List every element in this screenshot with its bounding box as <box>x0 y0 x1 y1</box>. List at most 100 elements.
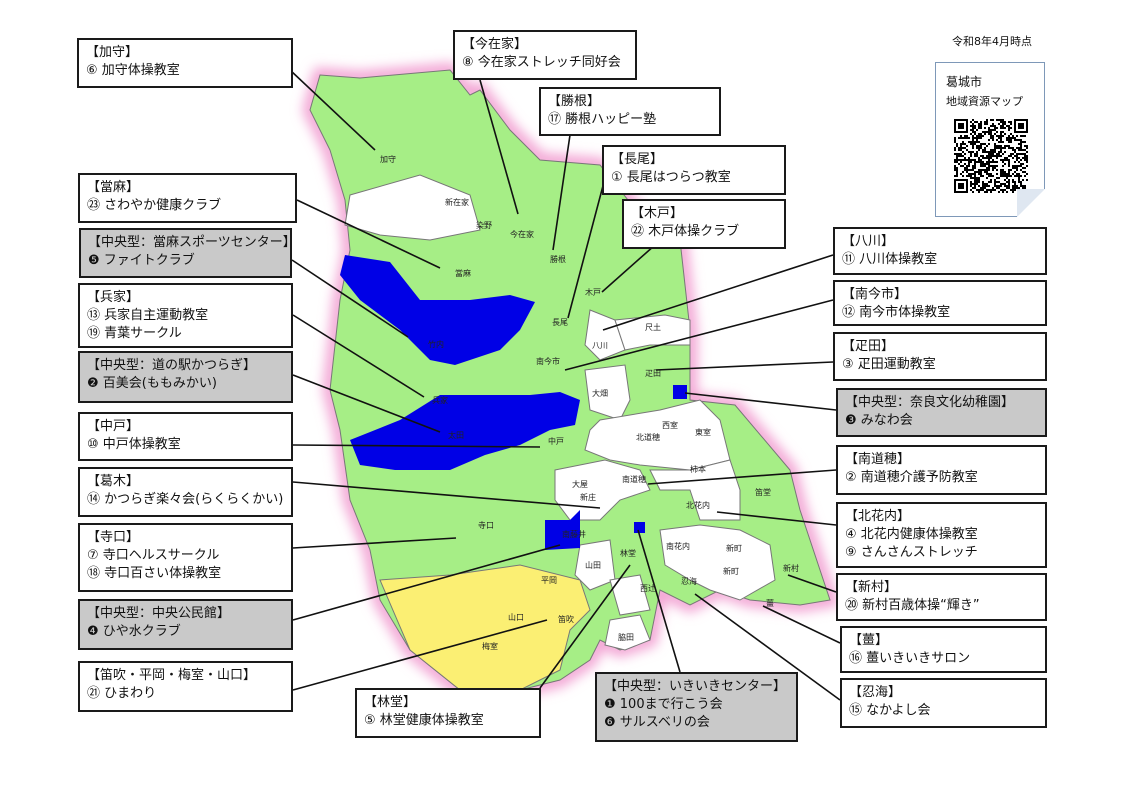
area-label: 八川 <box>592 341 608 350</box>
box-title: 【中央型：中央公民館】 <box>87 606 231 621</box>
box-item: ⑥ 加守体操教室 <box>86 63 180 78</box>
box-item: ④ 北花内健康体操教室 <box>845 527 978 542</box>
area-label: 南藤井 <box>562 529 586 539</box>
box-title: 【忍海】 <box>849 685 902 700</box>
box-title: 【長尾】 <box>611 152 664 167</box>
area-label: 南道穂 <box>622 474 646 484</box>
page-fold <box>1017 189 1045 217</box>
box-title: 【笛吹・平岡・梅室・山口】 <box>87 668 257 683</box>
box-katsuragi: 【葛木】 ⑭ かつらぎ楽々会(らくらくかい) <box>78 467 293 517</box>
box-hikita: 【疋田】 ③ 疋田運動教室 <box>833 332 1047 381</box>
box-hajikami: 【薑】⑯ 薑いきいきサロン <box>840 626 1047 673</box>
box-title: 【加守】 <box>86 45 139 60</box>
area-label: 當麻 <box>455 268 471 278</box>
box-title: 【八川】 <box>842 234 895 249</box>
box-central-michinoeki: 【中央型：道の駅かつらぎ】❷ 百美会(ももみかい) <box>78 351 293 403</box>
box-teraguchi: 【寺口】 ⑦ 寺口ヘルスサークル ⑱ 寺口百さい体操教室 <box>78 523 293 592</box>
area-label: 寺口 <box>478 521 494 530</box>
box-item: ⑯ 薑いきいきサロン <box>849 651 971 666</box>
box-item: ⑤ 林堂健康体操教室 <box>364 713 484 728</box>
box-title: 【葛木】 <box>87 474 140 489</box>
resource-map-title: 地域資源マップ <box>946 95 1023 108</box>
area-label: 西辻 <box>640 583 656 593</box>
area-label: 林堂 <box>620 548 636 558</box>
box-title: 【中央型：いきいきセンター】 <box>604 679 787 694</box>
date-stamp: 令和8年4月時点 <box>952 35 1032 48</box>
box-item: ❷ 百美会(ももみかい) <box>87 376 217 391</box>
box-hyoge: 【兵家】 ⑬ 兵家自主運動教室 ⑲ 青葉サークル <box>78 283 293 348</box>
box-central-nara-bunka: 【中央型：奈良文化幼稚園】❸ みなわ会 <box>836 388 1047 437</box>
area-label: 平岡 <box>541 576 557 585</box>
box-title: 【兵家】 <box>87 290 140 305</box>
box-title: 【北花内】 <box>845 509 911 524</box>
area-label: 長尾 <box>552 318 568 327</box>
box-title: 【中戸】 <box>87 419 140 434</box>
area-label: 山口 <box>508 612 524 622</box>
combined-area <box>379 564 591 691</box>
box-item: ⑱ 寺口百さい体操教室 <box>87 566 222 581</box>
area-label: 北道穂 <box>636 432 660 442</box>
box-katsune: 【勝根】 ⑰ 勝根ハッピー塾 <box>539 87 721 136</box>
box-title: 【新村】 <box>845 580 898 595</box>
box-item: ❹ ひや水クラブ <box>87 624 181 639</box>
area-label: 大屋 <box>572 479 588 489</box>
area-label: 新庄 <box>580 492 596 502</box>
area-label: 大畑 <box>592 388 608 398</box>
box-title: 【勝根】 <box>548 94 601 109</box>
area-label: 加守 <box>380 154 396 164</box>
leader-lines <box>289 69 841 701</box>
box-minamimichiho: 【南道穂】② 南道穂介護予防教室 <box>836 445 1047 495</box>
area-label: 太田 <box>448 430 464 440</box>
area-label: 疋田 <box>645 369 661 378</box>
box-kitahanauchi: 【北花内】 ④ 北花内健康体操教室 ⑨ さんさんストレッチ <box>836 502 1047 568</box>
box-item: ⑭ かつらぎ楽々会(らくらくかい) <box>87 492 284 507</box>
box-item: ⑦ 寺口ヘルスサークル <box>87 548 220 563</box>
box-title: 【疋田】 <box>842 339 895 354</box>
area-label: 梅室 <box>482 641 498 651</box>
area-label: 兵家 <box>432 395 448 405</box>
box-item: ⑲ 青葉サークル <box>87 326 182 341</box>
resource-map-card[interactable]: 葛城市 地域資源マップ <box>935 62 1045 217</box>
box-central-taima-sports: 【中央型：當麻スポーツセンター】❺ ファイトクラブ <box>79 228 292 278</box>
box-nagao: 【長尾】① 長尾はつらつ教室 <box>602 145 786 195</box>
box-item: ㉓ さわやか健康クラブ <box>87 198 222 213</box>
area-label: 勝根 <box>550 254 566 264</box>
area-label: 東室 <box>695 427 711 437</box>
area-label: 忍海 <box>681 576 697 586</box>
area-label: 染野 <box>476 220 492 230</box>
box-shinmura: 【新村】⑳ 新村百歳体操“輝き” <box>836 573 1047 621</box>
box-item: ⑪ 八川体操教室 <box>842 252 938 267</box>
area-labels: 加守 新在家 染野 今在家 勝根 當麻 木戸 長尾 尺土 八川 竹内 南今市 疋… <box>380 154 799 651</box>
box-item: ⑰ 勝根ハッピー塾 <box>548 112 657 127</box>
area-label: 尺土 <box>645 322 661 332</box>
area-label: 笛堂 <box>755 487 771 497</box>
box-nakato: 【中戸】⑩ 中戸体操教室 <box>78 412 293 461</box>
area-label: 新町 <box>726 543 742 553</box>
box-imazaike: 【今在家】⑧ 今在家ストレッチ同好会 <box>453 30 637 80</box>
area-label: 山田 <box>585 560 601 570</box>
area-label: 新村 <box>783 563 799 573</box>
qr-code-icon[interactable] <box>954 119 1028 193</box>
box-title: 【林堂】 <box>364 695 417 710</box>
box-title: 【南道穂】 <box>845 452 911 467</box>
box-item: ⑫ 南今市体操教室 <box>842 305 951 320</box>
box-fuefuki-group: 【笛吹・平岡・梅室・山口】㉑ ひまわり <box>78 661 293 712</box>
box-item: ⑨ さんさんストレッチ <box>845 545 978 560</box>
area-label: 新町 <box>723 566 739 576</box>
box-title: 【寺口】 <box>87 530 140 545</box>
box-item: ㉒ 木戸体操クラブ <box>631 224 740 239</box>
box-item: ⑬ 兵家自主運動教室 <box>87 308 209 323</box>
area-label: 笛吹 <box>558 614 574 624</box>
box-title: 【南今市】 <box>842 287 908 302</box>
box-item: ㉑ ひまわり <box>87 686 157 701</box>
box-item: ❶ 100まで行こう会 <box>604 697 723 712</box>
area-label: 脇田 <box>618 633 634 642</box>
box-central-kominkan: 【中央型：中央公民館】 ❹ ひや水クラブ <box>78 599 293 650</box>
area-label: 柿本 <box>690 464 706 474</box>
box-item: ③ 疋田運動教室 <box>842 357 936 372</box>
box-oshimi: 【忍海】⑮ なかよし会 <box>840 678 1047 728</box>
area-label: 新在家 <box>445 197 469 207</box>
resource-map-city: 葛城市 <box>946 75 983 89</box>
box-kamori: 【加守】 ⑥ 加守体操教室 <box>77 38 293 88</box>
